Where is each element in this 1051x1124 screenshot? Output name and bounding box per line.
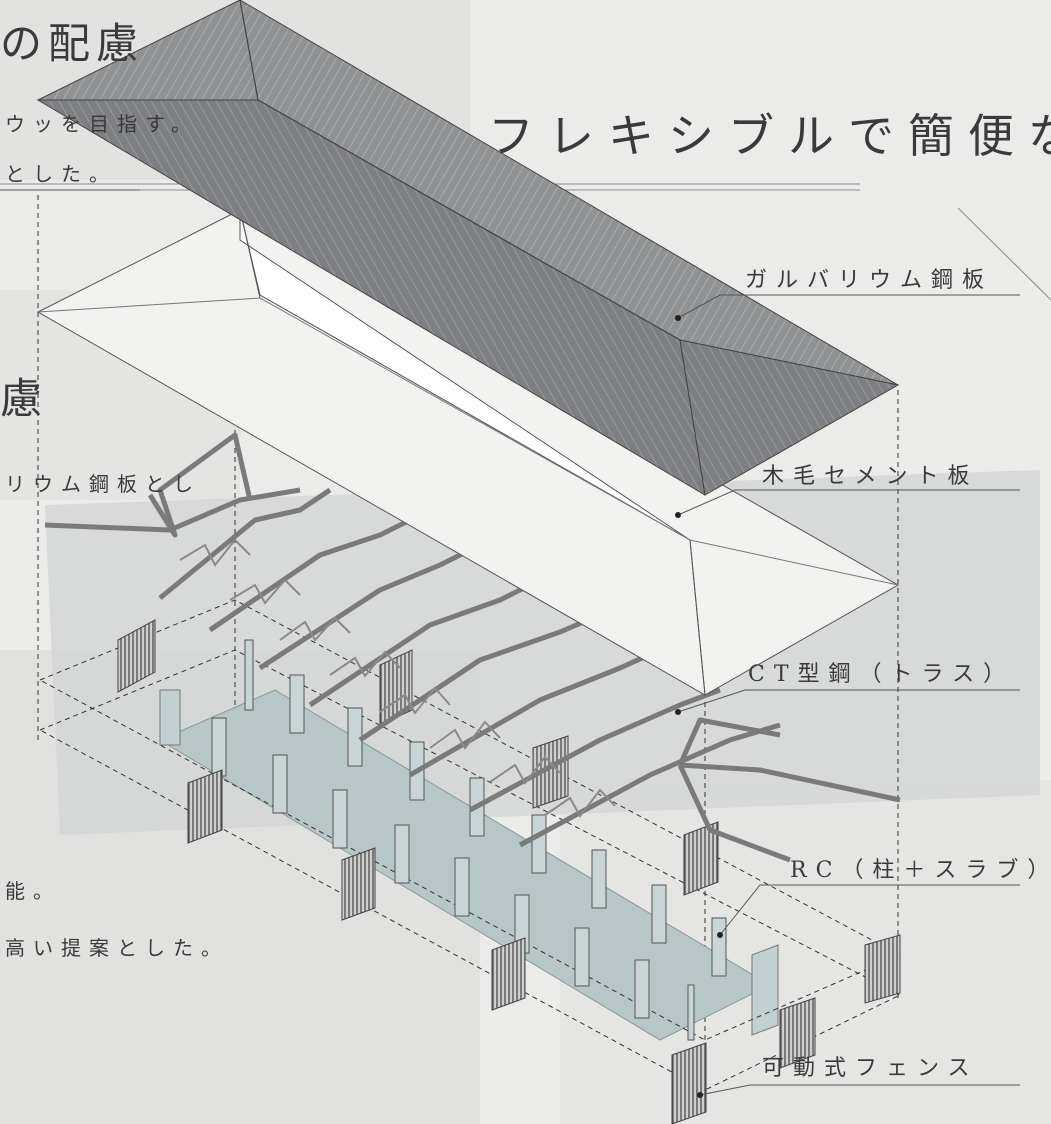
label-leaders [677, 294, 1020, 1096]
left-text-line5: 高い提案とした。 [5, 936, 229, 960]
truss-webs [179, 538, 616, 818]
wood-wool-cement-board [36, 209, 900, 696]
left-text-line2: とした。 [5, 162, 117, 186]
left-text-line1: ウッを目指す。 [5, 112, 199, 136]
movable-fences [117, 619, 901, 1124]
left-heading-top: の配慮 [0, 19, 145, 68]
section-title: フレキシブルで簡便な設 [488, 109, 1051, 163]
left-text-line4: 能。 [5, 879, 61, 903]
label-galvalume-steel: ガルバリウム鋼板 [745, 268, 994, 293]
galvalume-roof [36, 0, 900, 496]
left-text-line3: リウム鋼板とし [5, 472, 201, 496]
left-heading-mid: 慮 [0, 374, 49, 423]
label-rc-column-slab: RC（柱＋スラブ） [790, 858, 1051, 883]
label-ct-steel-truss: CT型鋼（トラス） [748, 662, 1015, 687]
label-movable-fence: 可動式フェンス [762, 1056, 979, 1081]
leader-dots [675, 315, 723, 1098]
rc-columns [211, 639, 727, 1041]
ct-steel-trusses [44, 432, 901, 863]
label-wood-wool-cement-board: 木毛セメント板 [762, 464, 979, 489]
